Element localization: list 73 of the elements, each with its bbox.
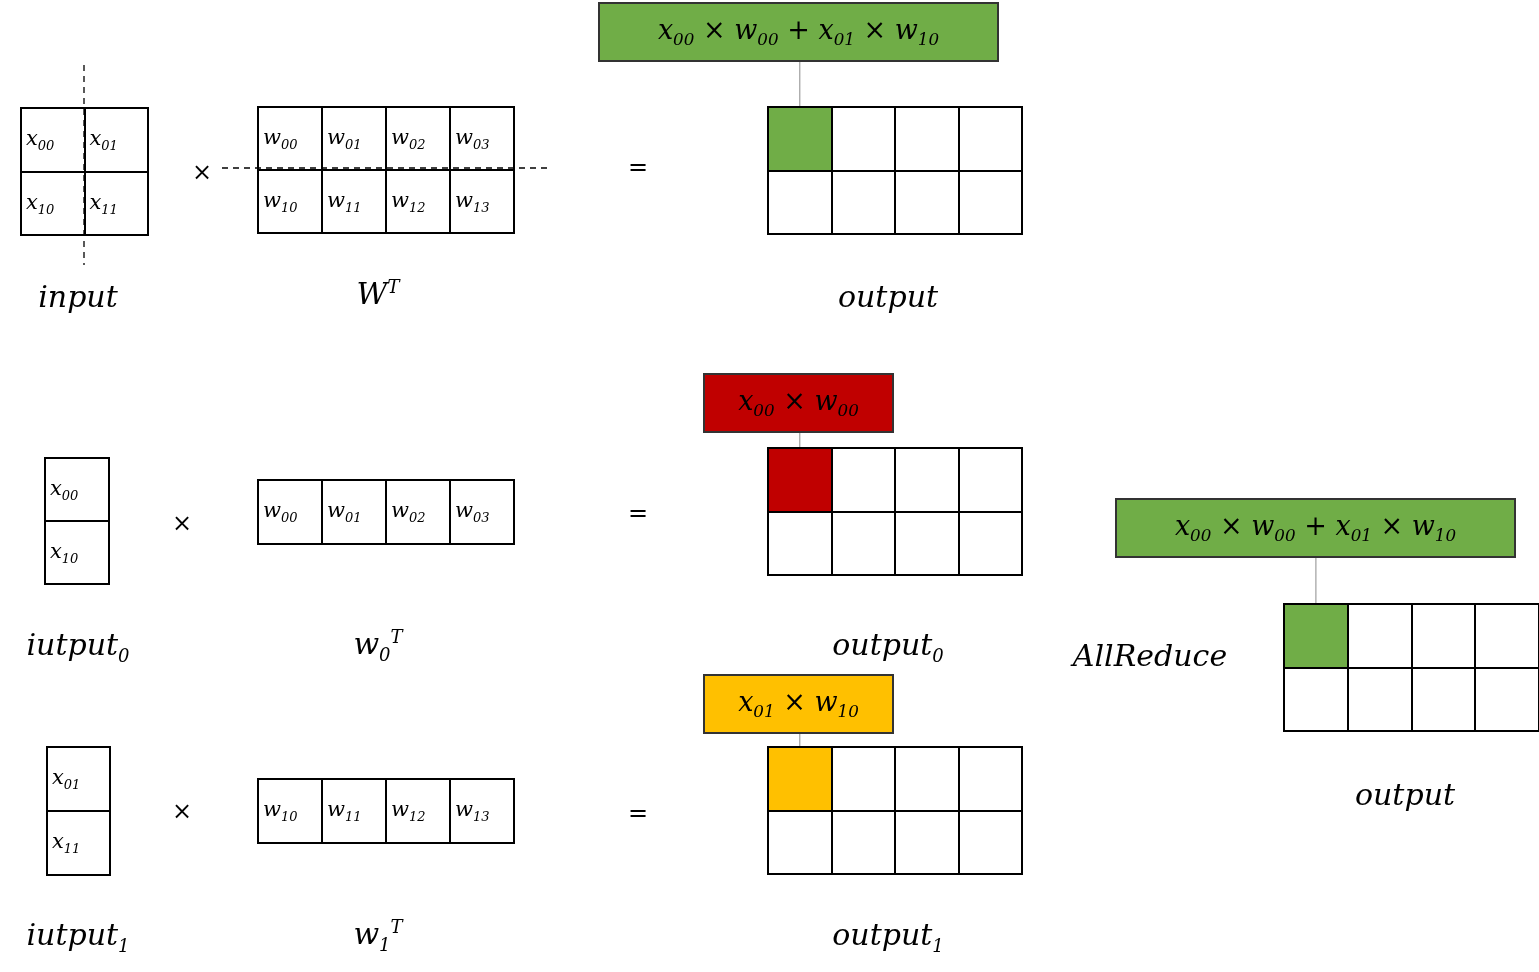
cell-text: x$_{01}$ <box>89 126 118 154</box>
matrix-label: input <box>38 278 118 314</box>
matrix-label: iutput$_{0}$ <box>26 626 130 666</box>
highlighted-matrix-cell <box>767 447 833 513</box>
matrix-cell <box>257 479 323 545</box>
cell-text: w$_{10}$ <box>263 187 298 216</box>
cell-text: w$_{03}$ <box>455 498 490 526</box>
cell-text: w$_{03}$ <box>455 124 490 153</box>
cell-text: x$_{00}$ <box>26 126 55 154</box>
matrix-cell <box>385 479 451 545</box>
cell-text: w$_{11}$ <box>327 797 362 825</box>
cell-text: w$_{01}$ <box>327 124 362 153</box>
matrix-cell <box>449 778 515 844</box>
matrix-cell <box>20 107 86 173</box>
matrix-cell <box>46 810 111 876</box>
highlighted-matrix-cell <box>767 746 833 812</box>
matrix-cell <box>44 457 110 522</box>
cell-text: x$_{01}$ × w$_{10}$ <box>738 686 859 722</box>
highlighted-matrix-cell <box>1283 603 1349 669</box>
operator-symbol: × <box>171 509 193 537</box>
matrix-cell <box>83 170 149 236</box>
matrix-cell <box>44 520 110 585</box>
formula-box <box>598 2 999 62</box>
matrix-cell <box>321 479 387 545</box>
cell-text: w$_{10}$ <box>263 797 298 825</box>
operator-symbol: × <box>191 158 213 186</box>
matrix-cell <box>385 778 451 844</box>
matrix-label: W$^{T}$ <box>356 275 400 311</box>
cell-text: w$_{12}$ <box>391 187 426 216</box>
matrix-cell <box>257 106 323 171</box>
operator-symbol: × <box>171 797 193 825</box>
matrix-cell <box>46 746 111 812</box>
matrix-cell <box>449 106 515 171</box>
cell-text: w$_{02}$ <box>391 124 426 153</box>
cell-text: w$_{01}$ <box>327 498 362 526</box>
formula-box <box>703 373 894 433</box>
matrix-cell <box>257 778 323 844</box>
cell-text: w$_{00}$ <box>263 498 298 526</box>
highlighted-matrix-cell <box>767 106 833 172</box>
matrix-label: output <box>838 278 938 314</box>
matrix-cell <box>257 169 323 234</box>
formula-box <box>703 674 894 734</box>
matrix-label: iutput$_{1}$ <box>26 916 130 956</box>
cell-text: w$_{11}$ <box>327 187 362 216</box>
cell-text: x$_{00}$ × w$_{00}$ + x$_{01}$ × w$_{10}$ <box>657 14 940 50</box>
operator-symbol: = <box>627 499 649 527</box>
cell-text: w$_{13}$ <box>455 187 490 216</box>
cell-text: w$_{00}$ <box>263 124 298 153</box>
matrix-cell <box>83 107 149 173</box>
cell-text: x$_{01}$ <box>52 765 81 793</box>
matrix-cell <box>449 479 515 545</box>
cell-text: x$_{00}$ <box>50 475 79 504</box>
matrix-cell <box>321 778 387 844</box>
cell-text: x$_{00}$ × w$_{00}$ + x$_{01}$ × w$_{10}$ <box>1174 510 1457 546</box>
operator-symbol: = <box>627 153 649 181</box>
cell-text: x$_{10}$ <box>50 538 79 567</box>
matrix-label: output$_{1}$ <box>832 916 944 956</box>
operator-symbol: = <box>627 799 649 827</box>
connector-line <box>1315 557 1317 604</box>
connector-line <box>799 61 801 107</box>
matrix-label: output$_{0}$ <box>832 626 944 666</box>
matrix-label: AllReduce <box>1072 637 1228 673</box>
cell-text: x$_{00}$ × w$_{00}$ <box>738 385 859 421</box>
matrix-cell <box>449 169 515 234</box>
matrix-cell <box>20 170 86 236</box>
cell-text: x$_{11}$ <box>52 829 81 857</box>
cell-text: w$_{02}$ <box>391 498 426 526</box>
cell-text: w$_{13}$ <box>455 797 490 825</box>
matrix-label: output <box>1355 776 1455 812</box>
cell-text: x$_{10}$ <box>26 189 55 217</box>
cell-text: w$_{12}$ <box>391 797 426 825</box>
formula-box <box>1115 498 1516 558</box>
cell-text: x$_{11}$ <box>89 189 118 217</box>
